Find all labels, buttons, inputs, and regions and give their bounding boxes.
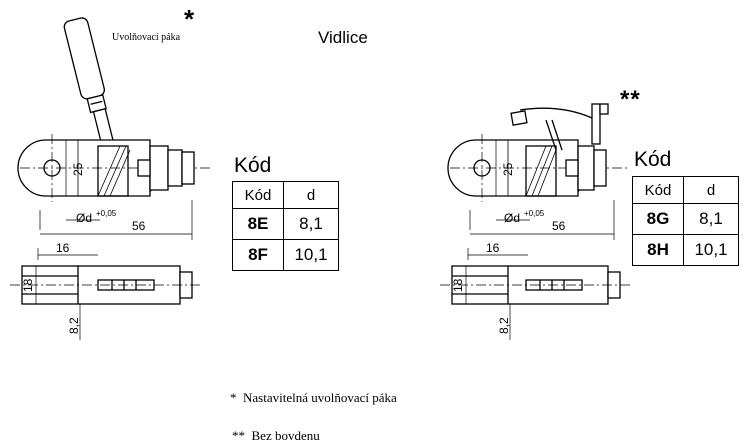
dim-diameter-right: Ød xyxy=(504,211,520,225)
legend-mark: ** xyxy=(232,428,245,443)
legend-text: Nastavitelná uvolňovací páka xyxy=(243,390,397,405)
table-row: 8F 10,1 xyxy=(232,239,339,271)
marker-no-cable: ** xyxy=(620,86,641,113)
col-header-code: Kód xyxy=(232,181,284,209)
dim-tolerance-right: +0,05 xyxy=(524,209,545,218)
legend-item: ** Bez bovdenu xyxy=(232,428,320,444)
dim-slot-right: 16 xyxy=(486,241,500,255)
code-cell: 8G xyxy=(632,203,684,235)
dim-length-right: 56 xyxy=(552,219,566,233)
dim-slot-left: 16 xyxy=(56,241,70,255)
legend-mark: * xyxy=(230,390,237,405)
table-row: 8E 8,1 xyxy=(232,208,339,240)
dim-width-right: 18 xyxy=(451,278,465,292)
short-lever xyxy=(510,103,609,151)
fork-side-view xyxy=(440,248,630,340)
fork-side-view xyxy=(10,248,200,340)
dim-thickness-right: 8,2 xyxy=(497,317,511,334)
lever-label: Uvolňovací páka xyxy=(112,32,181,43)
table-heading-right: Kód xyxy=(634,148,672,171)
right-drawing xyxy=(440,103,630,340)
table-row: 8G 8,1 xyxy=(632,203,739,235)
page-title: Vidlice xyxy=(318,28,368,47)
diameter-cell: 8,1 xyxy=(683,203,739,235)
col-header-code: Kód xyxy=(632,176,684,204)
dim-height-left: 25 xyxy=(71,162,85,176)
table-row: 8H 10,1 xyxy=(632,234,739,266)
code-cell: 8E xyxy=(232,208,284,240)
legend-item: * Nastavitelná uvolňovací páka xyxy=(230,390,397,406)
dim-diameter-left: Ød xyxy=(76,211,92,225)
marker-adjustable-lever: * xyxy=(184,4,195,34)
code-cell: 8H xyxy=(632,234,684,266)
code-cell: 8F xyxy=(232,239,284,271)
left-drawing xyxy=(10,17,210,340)
dim-thickness-left: 8,2 xyxy=(67,317,81,334)
dim-length-left: 56 xyxy=(132,219,146,233)
col-header-d: d xyxy=(283,181,339,209)
dim-tolerance-left: +0,05 xyxy=(96,209,117,218)
col-header-d: d xyxy=(683,176,739,204)
table-heading-left: Kód xyxy=(234,154,272,177)
dim-height-right: 25 xyxy=(501,162,515,176)
dim-width-left: 18 xyxy=(21,278,35,292)
diameter-cell: 10,1 xyxy=(283,239,339,271)
diameter-cell: 8,1 xyxy=(283,208,339,240)
code-table-left: Kód d 8E 8,1 8F 10,1 xyxy=(232,181,339,271)
code-table-right: Kód d 8G 8,1 8H 10,1 xyxy=(632,176,739,266)
legend-text: Bez bovdenu xyxy=(251,428,320,443)
diameter-cell: 10,1 xyxy=(683,234,739,266)
